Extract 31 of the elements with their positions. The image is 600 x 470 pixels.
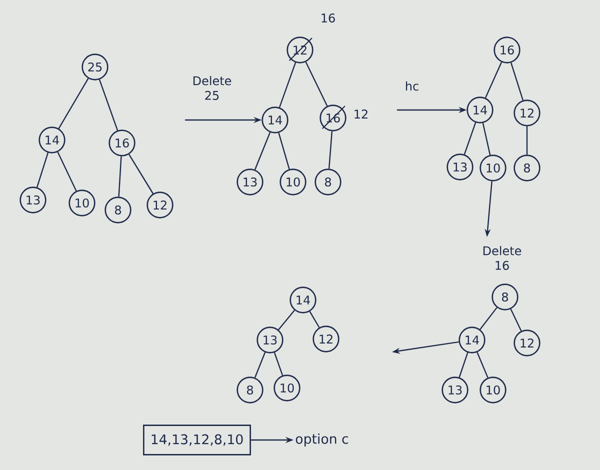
replacement-value: 12 bbox=[354, 110, 368, 118]
tree-edge bbox=[309, 311, 320, 328]
tree-edge bbox=[254, 352, 266, 378]
tree-edge bbox=[278, 310, 295, 330]
edge-label: Delete 25 bbox=[193, 76, 232, 100]
tree-edge bbox=[254, 132, 271, 170]
tree-edge bbox=[274, 352, 284, 376]
tree-edge bbox=[484, 62, 502, 98]
tree-edge bbox=[128, 154, 154, 194]
tree-edge bbox=[476, 352, 488, 378]
edge-label: Delete 16 bbox=[483, 246, 522, 270]
tree-edge bbox=[98, 79, 118, 131]
tree-edge bbox=[278, 62, 296, 108]
tree-edge bbox=[328, 131, 333, 169]
answer-text: option c bbox=[296, 434, 348, 446]
tree-edge bbox=[458, 352, 468, 378]
tree-edge bbox=[58, 78, 89, 129]
tree-edge bbox=[118, 156, 122, 197]
result-box: 14,13,12,8,10 bbox=[143, 424, 251, 456]
tree-edge bbox=[464, 122, 476, 155]
edge-label: hc bbox=[406, 81, 418, 91]
tree-edge bbox=[36, 152, 49, 188]
tree-edge bbox=[510, 62, 524, 100]
tree-edge bbox=[278, 132, 290, 170]
replacement-value: 16 bbox=[322, 13, 335, 23]
tree-edge bbox=[482, 122, 491, 156]
tree-edge bbox=[57, 152, 77, 192]
tree-edge bbox=[526, 126, 528, 155]
tree-edge bbox=[305, 62, 328, 106]
tree-edge bbox=[510, 308, 522, 332]
tree-edge bbox=[480, 307, 498, 330]
